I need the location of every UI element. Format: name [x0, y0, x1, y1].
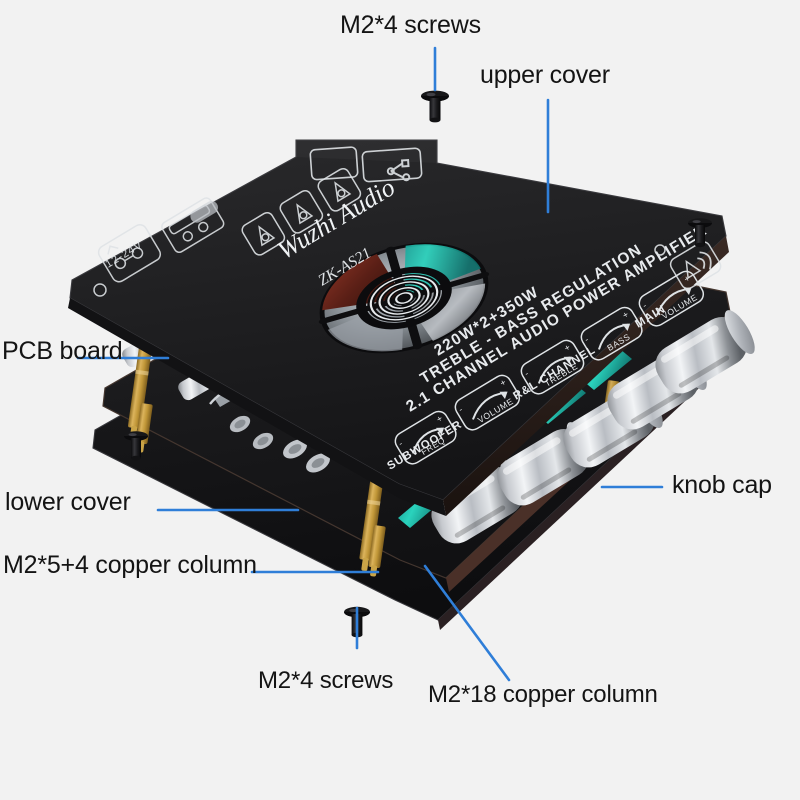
fan-opening	[318, 242, 490, 354]
svg-text:-: -	[457, 404, 465, 414]
power-input-silkscreen	[93, 197, 225, 297]
callout-m2x4-screws-bottom: M2*4 screws	[258, 667, 394, 694]
callout-pcb-board: PCB board	[2, 337, 123, 365]
speaker-out-icons	[241, 167, 362, 256]
callout-knob-cap: knob cap	[672, 471, 772, 499]
callout-upper-cover: upper cover	[480, 61, 610, 89]
svg-text:+: +	[682, 273, 692, 284]
svg-text:+: +	[435, 413, 445, 424]
callout-lower-cover: lower cover	[5, 488, 131, 516]
callout-m2x4-screws-top: M2*4 screws	[340, 11, 481, 39]
callout-m2x18-copper-column: M2*18 copper column	[428, 681, 658, 708]
svg-text:-: -	[397, 438, 405, 448]
svg-text:+: +	[621, 309, 631, 320]
speaker-terminal-silkscreen	[309, 146, 423, 183]
svg-text:-: -	[583, 334, 591, 344]
upper-cover-screw	[421, 90, 712, 248]
svg-text:-: -	[523, 368, 531, 378]
svg-text:+: +	[562, 342, 572, 353]
knob-cap	[431, 310, 755, 544]
svg-text:-: -	[641, 300, 649, 310]
leader-copper-18	[423, 564, 511, 682]
aux-jack-silkscreen	[654, 241, 722, 290]
callout-m2x5plus4-copper-column: M2*5+4 copper column	[3, 551, 257, 579]
svg-text:+: +	[498, 377, 508, 388]
